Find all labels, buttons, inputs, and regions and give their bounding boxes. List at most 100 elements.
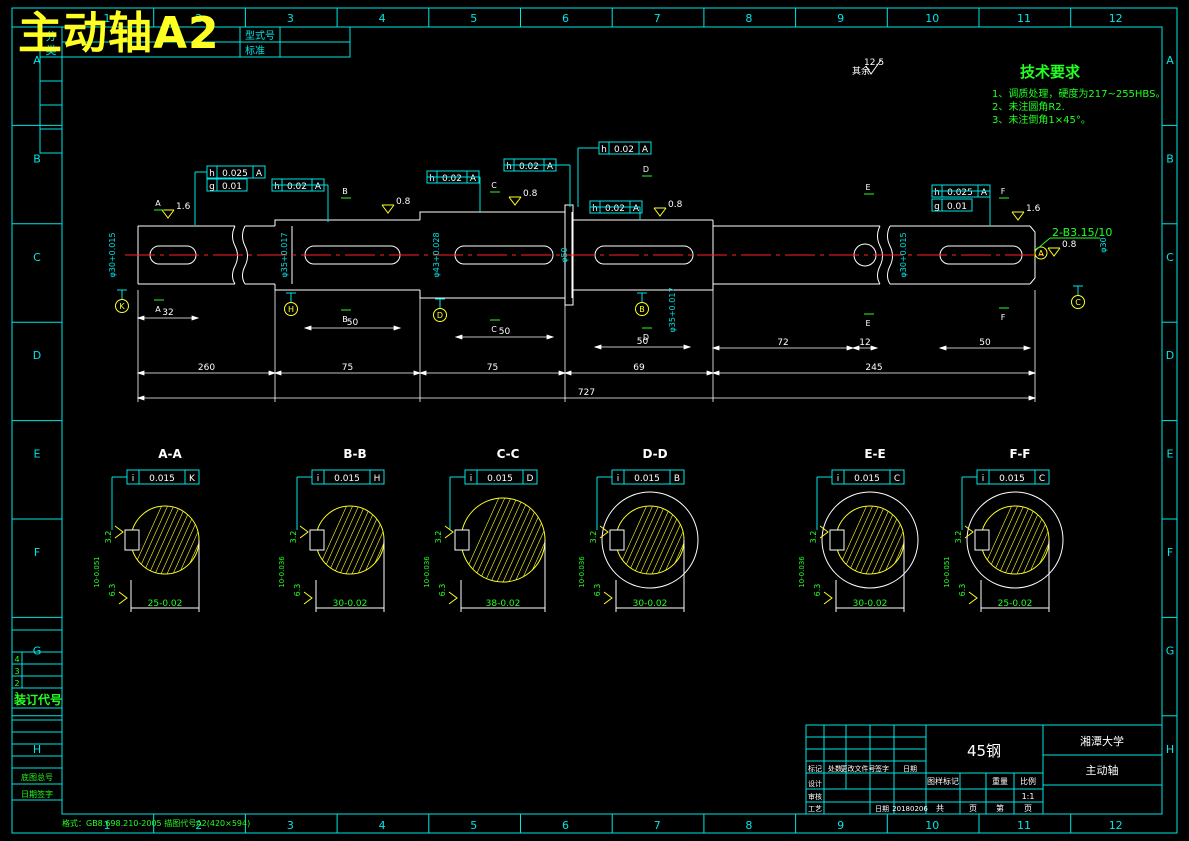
tolerance-value: 0.025 bbox=[222, 169, 248, 179]
section-depth: 10-0.036 bbox=[578, 556, 586, 588]
binding-row-4: 4 bbox=[14, 655, 19, 664]
section-marker: D bbox=[642, 165, 652, 177]
section-letter: B bbox=[342, 315, 348, 324]
dimension-245: 245 bbox=[865, 363, 882, 373]
surface-finish-value: 12.5 bbox=[864, 58, 884, 68]
tolerance-value: 0.02 bbox=[605, 204, 625, 214]
tolerance-value: 0.02 bbox=[442, 174, 462, 184]
section-letter: A bbox=[155, 305, 161, 314]
binding-title: 装订代号 bbox=[13, 692, 62, 707]
section-depth: 10-0.036 bbox=[423, 556, 431, 588]
datum-circle: H bbox=[284, 292, 298, 316]
roughness-mark: 0.8 bbox=[508, 189, 538, 206]
section-frame-sym: i bbox=[317, 474, 320, 484]
binding-row-2: 2 bbox=[14, 679, 19, 688]
row-label-left: B bbox=[33, 152, 41, 165]
column-label-top: 11 bbox=[1017, 12, 1031, 25]
dimension-260: 260 bbox=[198, 363, 215, 373]
title-row-label-2: 处数 bbox=[828, 764, 842, 773]
section-roughness-1: 3.2 bbox=[289, 531, 298, 544]
column-label-top: 3 bbox=[287, 12, 294, 25]
row-label-left: C bbox=[33, 251, 41, 264]
column-label-bottom: 10 bbox=[925, 819, 939, 832]
diameter-label: φ30 bbox=[1099, 237, 1108, 252]
tolerance-ref: A bbox=[256, 169, 263, 179]
tolerance-value: 0.01 bbox=[222, 182, 242, 192]
column-label-bottom: 5 bbox=[470, 819, 477, 832]
section-depth: 10-0.051 bbox=[93, 556, 101, 587]
tolerance-frame: h 0.02 A bbox=[589, 200, 643, 220]
section-title: C-C bbox=[497, 447, 520, 461]
roughness-value: 0.8 bbox=[523, 189, 538, 199]
tolerance-ref: A bbox=[315, 182, 322, 192]
datum-circle: C bbox=[1071, 285, 1085, 309]
row-label-right: C bbox=[1166, 251, 1174, 264]
column-label-top: 5 bbox=[470, 12, 477, 25]
datum-circle: D bbox=[433, 298, 447, 322]
section-marker: B bbox=[341, 309, 351, 324]
title-stage-label: 图样标记 bbox=[927, 776, 959, 786]
overlay-title: 主动轴A2 bbox=[18, 8, 220, 59]
tolerance-ref: A bbox=[547, 162, 554, 172]
section-frame-sym: i bbox=[837, 474, 840, 484]
row-label-right: A bbox=[1166, 54, 1174, 67]
roughness-value: 0.8 bbox=[668, 200, 683, 210]
datum-letter: D bbox=[437, 311, 443, 320]
section-frame-ref: H bbox=[374, 474, 381, 484]
top-left-label-2: 标准 bbox=[245, 45, 265, 57]
title-material: 45钢 bbox=[967, 742, 1001, 760]
tech-req-title: 技术要求 bbox=[1020, 63, 1081, 81]
title-date: 20180206 bbox=[892, 805, 928, 813]
binding-row-1: 1 bbox=[14, 691, 19, 700]
column-label-bottom: 9 bbox=[837, 819, 844, 832]
binding-label-1: 底图总号 bbox=[21, 772, 53, 782]
dimension-75a: 75 bbox=[342, 363, 353, 373]
section-roughness-1: 3.2 bbox=[589, 531, 598, 544]
bottom-format-note: 格式：GB8.698.210-2005 描图代号A2(420×594) bbox=[62, 818, 250, 828]
column-label-top: 4 bbox=[379, 12, 386, 25]
datum-letter: K bbox=[119, 302, 125, 311]
section-letter: D bbox=[643, 333, 649, 342]
roughness-value: 1.6 bbox=[1026, 204, 1041, 214]
section-title: B-B bbox=[343, 447, 366, 461]
column-label-bottom: 3 bbox=[287, 819, 294, 832]
diameter-label: φ30+0.015 bbox=[899, 232, 908, 277]
title-sheet-label: 页 bbox=[969, 804, 977, 813]
section-frame-sym: i bbox=[617, 474, 620, 484]
row-label-right: F bbox=[1167, 546, 1173, 559]
tolerance-ref: A bbox=[633, 204, 640, 214]
title-sheet-label3: 页 bbox=[1024, 804, 1032, 813]
column-label-bottom: 4 bbox=[379, 819, 386, 832]
dimension-50d: 50 bbox=[979, 338, 991, 348]
column-label-top: 7 bbox=[654, 12, 661, 25]
diameter-label: φ50 bbox=[560, 247, 569, 262]
title-sheets-label: 共 bbox=[936, 804, 944, 813]
section-roughness-1: 3.2 bbox=[954, 531, 963, 544]
diameter-label: φ35+0.017 bbox=[280, 232, 289, 277]
column-label-top: 2 bbox=[195, 12, 202, 25]
section-marker: C bbox=[490, 319, 500, 334]
section-letter: E bbox=[865, 183, 870, 192]
section-letter: F bbox=[1001, 313, 1006, 322]
tolerance-value: 0.02 bbox=[519, 162, 539, 172]
section-frame-val: 0.015 bbox=[487, 474, 513, 484]
tolerance-symbol: h bbox=[592, 204, 598, 214]
tolerance-frame: h 0.025 A bbox=[194, 165, 266, 225]
dimension-12: 12 bbox=[859, 338, 870, 348]
section-marker: A bbox=[154, 299, 164, 314]
column-label-top: 8 bbox=[745, 12, 752, 25]
title-review: 审核 bbox=[808, 792, 822, 801]
section-marker: C bbox=[490, 181, 500, 193]
center-hole-note: 2-B3.15/10 bbox=[1052, 226, 1112, 239]
section-letter: F bbox=[1001, 187, 1006, 196]
title-school: 湘潭大学 bbox=[1080, 734, 1124, 748]
section-marker: E bbox=[864, 183, 874, 195]
tolerance-symbol: h bbox=[209, 169, 215, 179]
tech-req-item-2: 2、未注圆角R2. bbox=[992, 100, 1065, 113]
